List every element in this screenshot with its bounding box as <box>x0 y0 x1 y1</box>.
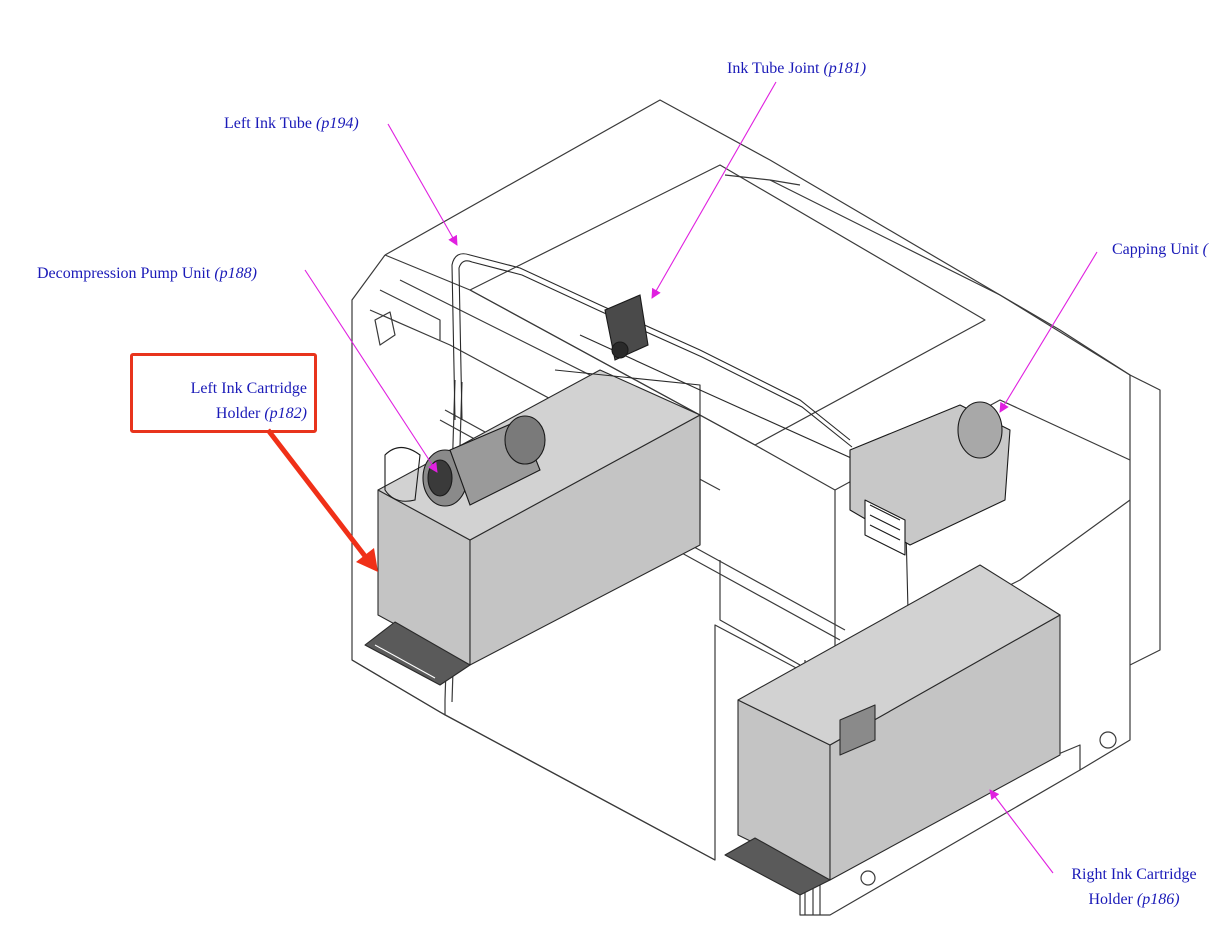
label-decompression-pump-unit: Decompression Pump Unit (p188) <box>37 265 257 282</box>
right-cartridge-holder-part <box>724 564 1061 896</box>
capping-unit-part <box>849 401 1011 556</box>
label-ink-tube-joint: Ink Tube Joint (p181) <box>727 60 867 77</box>
label-left-ink-cartridge-holder: Left Ink Cartridge Holder (p182) <box>190 380 307 422</box>
red-callout-arrow <box>266 428 378 572</box>
highlight-box <box>130 353 317 433</box>
label-right-ink-cartridge-holder: Right Ink Cartridge Holder (p186) <box>1071 866 1197 908</box>
label-capping-unit: Capping Unit ( <box>1112 241 1208 258</box>
ink-tube-joint-part <box>604 294 649 361</box>
leader-lines <box>304 81 1098 874</box>
label-left-ink-tube: Left Ink Tube (p194) <box>224 115 359 132</box>
